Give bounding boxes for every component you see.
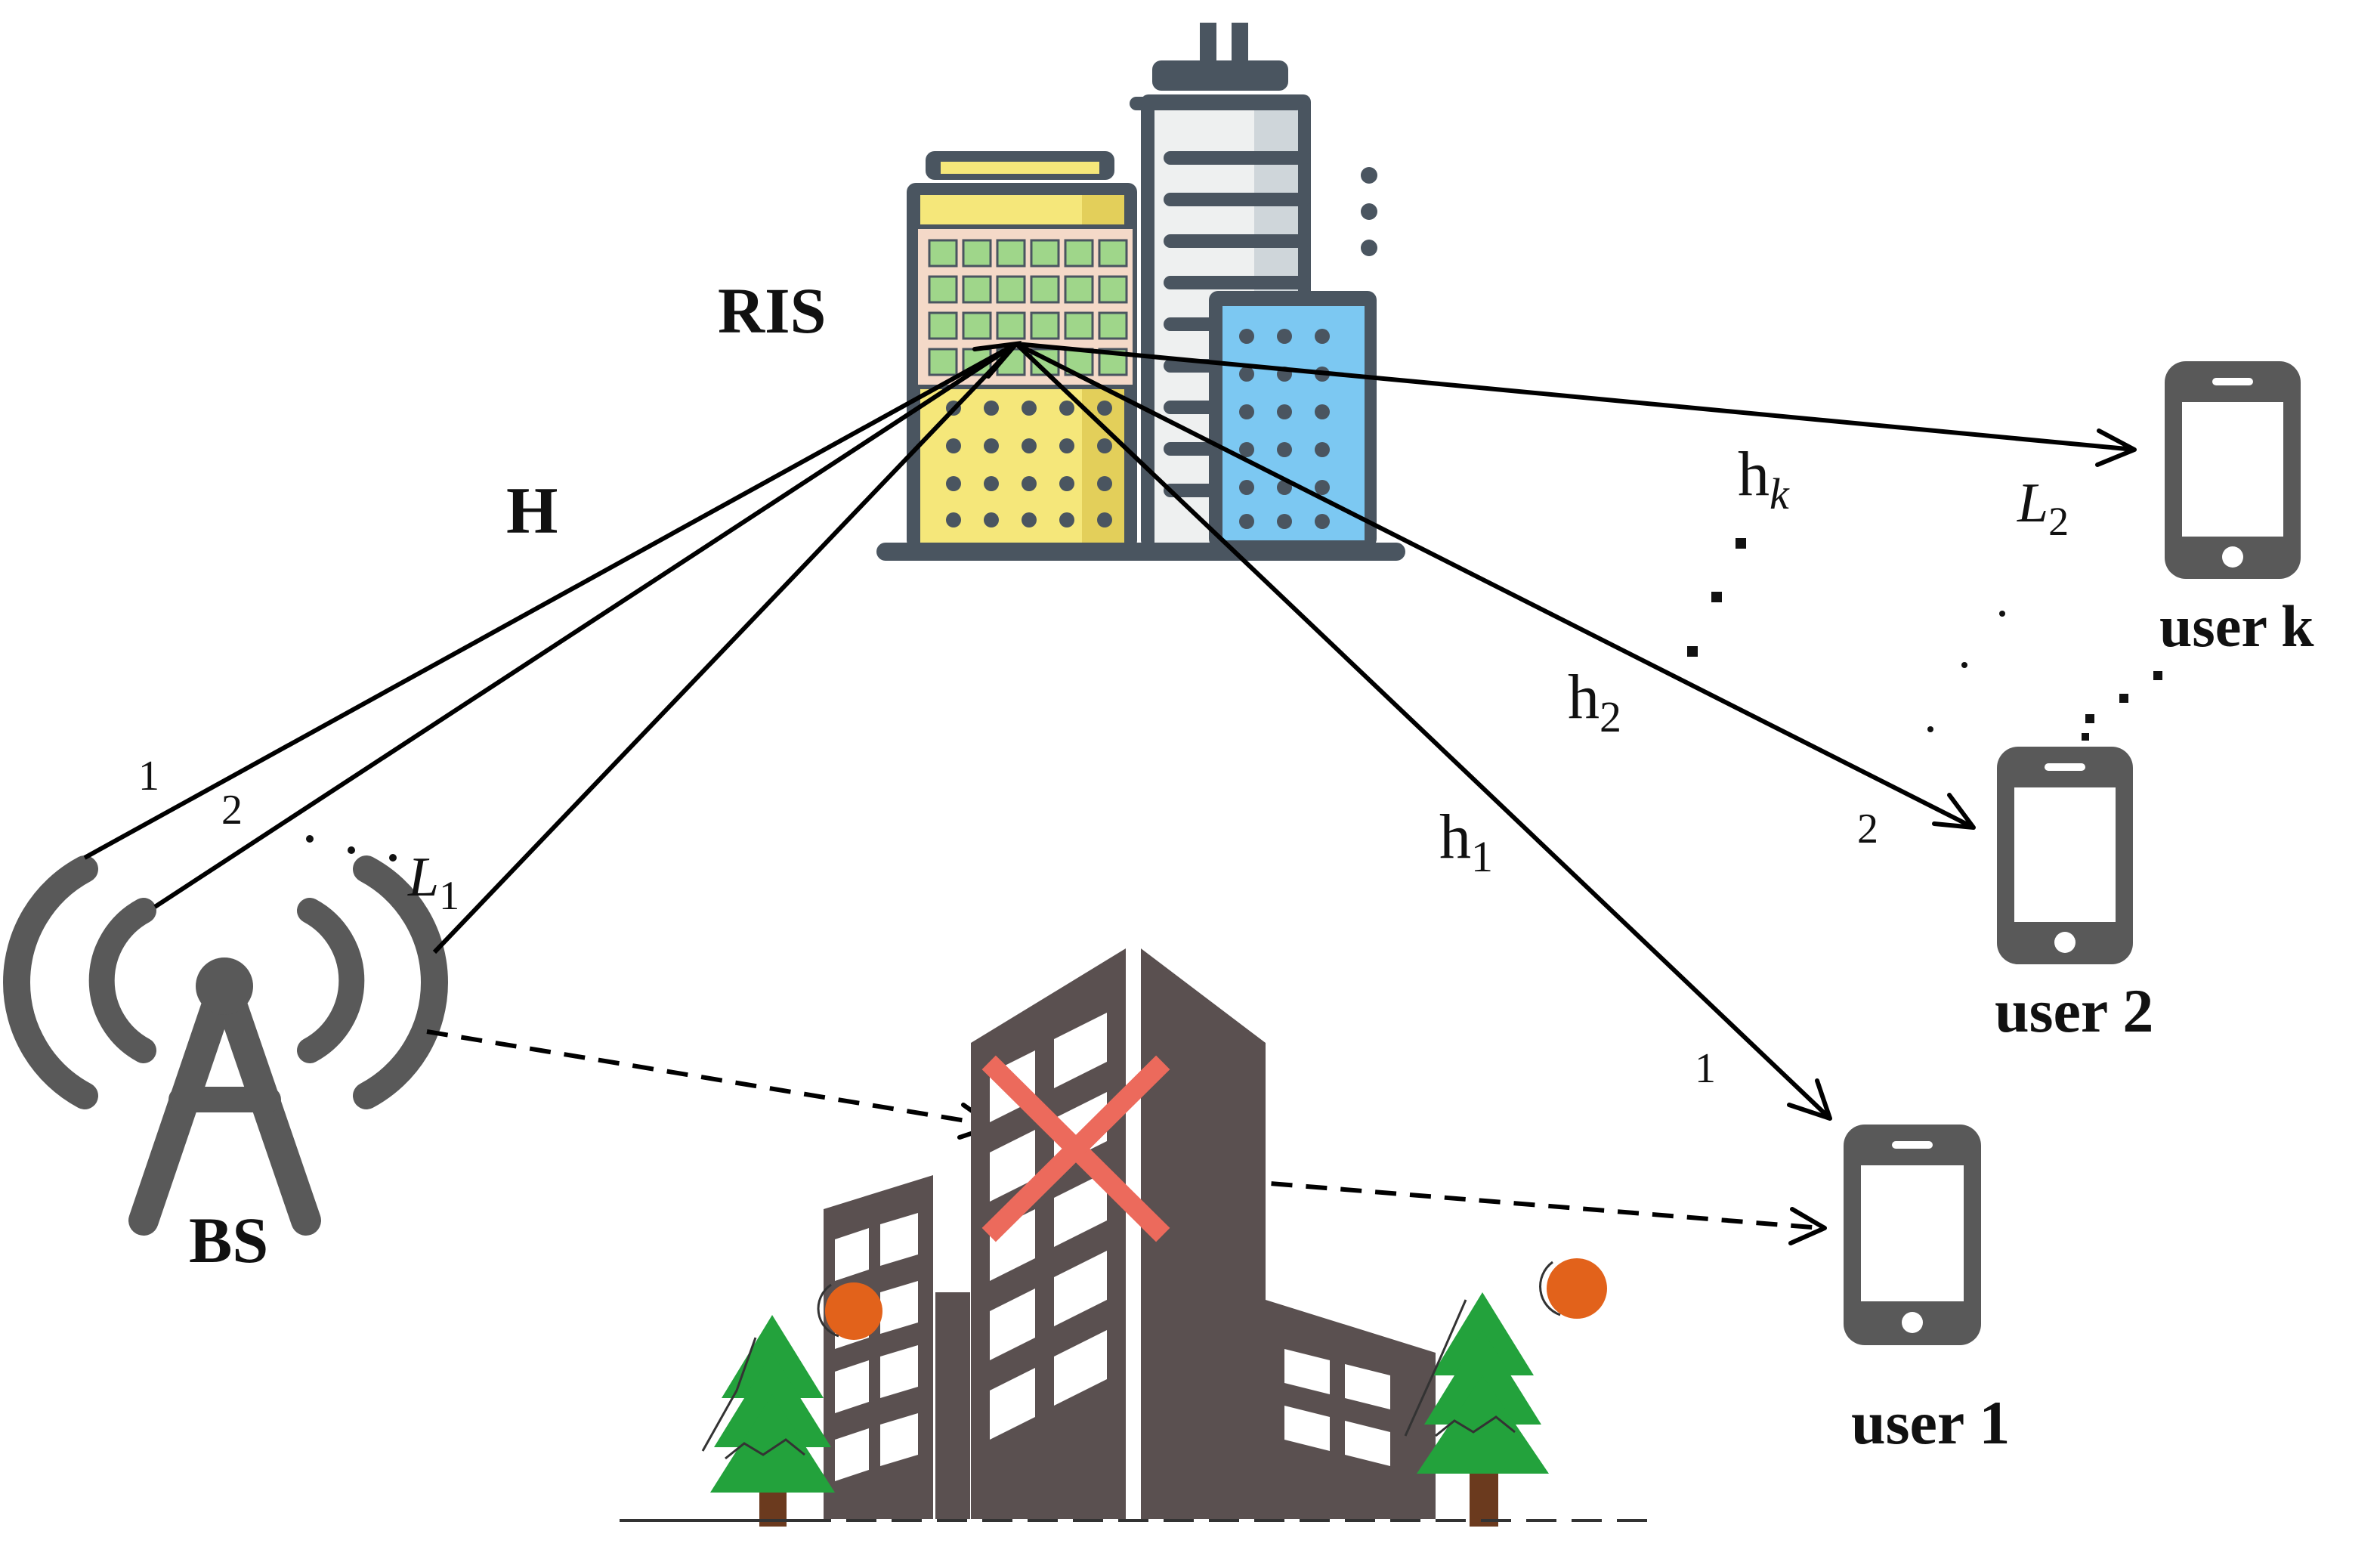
yellow-building-windows xyxy=(946,401,1112,527)
ris-element xyxy=(1030,239,1060,268)
ris-element xyxy=(996,311,1026,340)
ris-element xyxy=(928,348,958,376)
sun-right-icon xyxy=(1539,1258,1607,1319)
tree-right-icon xyxy=(1404,1292,1549,1527)
ris-panel-elements xyxy=(928,239,1128,376)
user-path-ellipsis xyxy=(1927,611,2162,741)
channel-ellipsis xyxy=(1687,538,1746,657)
sun-left-icon xyxy=(817,1282,882,1340)
path-count-l1: L1 xyxy=(407,846,459,918)
ris-element xyxy=(962,311,992,340)
user-2-phone-icon xyxy=(1997,747,2133,964)
ris-user-arrowheads xyxy=(1787,428,2137,1121)
ris-element xyxy=(1030,311,1060,340)
ris-element xyxy=(1030,275,1060,304)
user1-path-index: 1 xyxy=(1695,1045,1716,1092)
ris-element xyxy=(996,239,1026,268)
ris-element xyxy=(962,275,992,304)
ris-label: RIS xyxy=(718,274,826,347)
ris-element xyxy=(1064,275,1094,304)
blocked-cross-icon xyxy=(981,1055,1170,1242)
ris-element xyxy=(1064,239,1094,268)
channel-to-user-k xyxy=(1015,342,2135,452)
channel-to-user-2 xyxy=(1015,342,1975,830)
bs-ris-channel xyxy=(83,342,1018,954)
channel-hk-label: hk xyxy=(1738,439,1790,518)
user-1-phone-icon xyxy=(1844,1125,1981,1345)
user-2-label: user 2 xyxy=(1995,976,2153,1045)
channel-to-user-1 xyxy=(1014,342,1832,1121)
user-k-phone-icon xyxy=(2165,361,2301,579)
ris-element xyxy=(1064,311,1094,340)
ris-user-channels xyxy=(1014,342,2135,1121)
user2-path-index: 2 xyxy=(1857,806,1878,852)
blue-building-windows xyxy=(1239,329,1330,529)
ris-element xyxy=(996,275,1026,304)
base-station-icon xyxy=(3,855,448,1236)
channel-h1-label: h1 xyxy=(1439,802,1493,881)
bs-path-index-1: 1 xyxy=(138,753,159,800)
bs-path-index-2: 2 xyxy=(221,787,243,834)
ris-element xyxy=(928,239,958,268)
blocked-direct-link xyxy=(426,1029,1822,1230)
ris-element xyxy=(928,311,958,340)
ris-element xyxy=(928,275,958,304)
bs-path-ellipsis xyxy=(306,835,397,862)
obstacle-buildings-icon xyxy=(824,948,1436,1519)
ris-element xyxy=(962,239,992,268)
user-1-label: user 1 xyxy=(1851,1388,2010,1457)
path-count-l2: L2 xyxy=(2017,472,2069,544)
ris-element xyxy=(1098,311,1128,340)
bs-label: BS xyxy=(189,1204,268,1276)
tree-left-icon xyxy=(701,1315,835,1527)
channel-h-label: H xyxy=(506,475,558,548)
blue-building-icon xyxy=(1209,291,1377,548)
ris-panel xyxy=(913,224,1137,389)
user-k-label: user k xyxy=(2159,593,2314,659)
ris-element xyxy=(1098,275,1128,304)
ris-element xyxy=(1098,239,1128,268)
ris-building-cluster xyxy=(876,23,1405,561)
channel-h2-label: h2 xyxy=(1568,662,1621,741)
